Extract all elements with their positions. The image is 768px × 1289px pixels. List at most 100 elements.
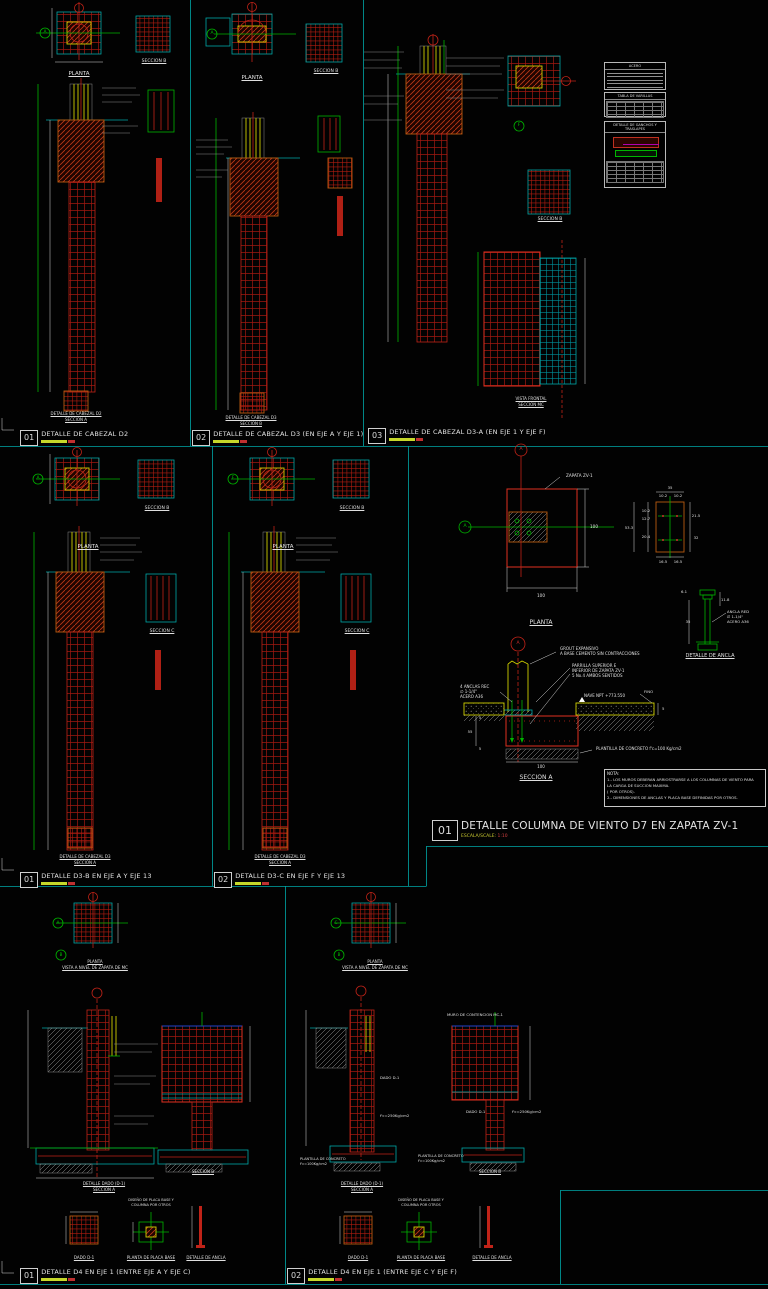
drawing-d3b (32, 447, 177, 851)
plantilla-note: PLANTILLA DE CONCRETO (418, 1154, 464, 1158)
dim: 21.5 (691, 513, 701, 518)
viewport-number: 03 (368, 428, 387, 444)
detalle-cabezal-d3-label: DETALLE DE CABEZAL D3 (59, 854, 111, 859)
placa-note: COLUMNA POR OTROS (401, 1203, 441, 1207)
plantilla-note: PLANTILLA DE CONCRETO (300, 1157, 346, 1161)
ancla-note: ANCLA RED (727, 609, 750, 614)
drawing-d4-ac (27, 892, 251, 1250)
viewport-number: 02 (192, 430, 211, 446)
dim: 32 (693, 535, 699, 540)
muro-mc1-note: MURO DE CONTENCION MC-1 (447, 1012, 503, 1017)
dim: 53.3 (624, 525, 634, 530)
vista-frontal-label: VISTA FRONTAL (515, 396, 547, 401)
grid-bubble-letter: F (517, 123, 521, 128)
viewport-title: DETALLE D4 EN EJE 1 (ENTRE EJE A Y EJE C… (41, 1268, 191, 1276)
dim: 5 (478, 746, 482, 751)
grid-bubble-letter: A (43, 30, 47, 35)
legend-text-line (607, 79, 663, 81)
anclas-note: ACERO A36 (460, 694, 484, 699)
planta-label: PLANTA (367, 959, 383, 964)
grid-bubble-letter: B (337, 952, 341, 957)
dado-d1-label: DADO D-1 (347, 1255, 369, 1260)
nota-text: 2.- DIMENSIONES DE ANCLAS Y PLACA BASE D… (607, 795, 738, 800)
detalle-cabezal-d3-label: DETALLE DE CABEZAL D3 (254, 854, 306, 859)
scale-text: ESCALA/SCALE: 1:10 (461, 834, 508, 839)
viewport-titlebar-d4-ac: 01 DETALLE D4 EN EJE 1 (ENTRE EJE A Y EJ… (20, 1268, 191, 1284)
dim: 5 (478, 715, 482, 720)
grout-note: A BASE CEMENTO SIN CONTRACCIONES (560, 651, 640, 656)
graphic-scale-bar (213, 440, 253, 443)
dim: 5 (662, 706, 665, 711)
seccion-a-label: SECCION A (351, 1187, 373, 1192)
seccion-a-label: SECCION A (74, 860, 96, 865)
viewport-title: DETALLE D4 EN EJE 1 (ENTRE EJE C Y EJE F… (308, 1268, 457, 1276)
drawing-cabezal-d3a (364, 34, 586, 420)
drawing-cabezal-d2 (36, 2, 175, 412)
plantilla-note: f'c=100Kg/cm2 (418, 1159, 445, 1163)
grid-bubble-letter: A (463, 524, 467, 529)
drawing-zapata-zv1 (458, 443, 727, 763)
legend-rebar-table-title: TABLA DE VARILLAS (605, 93, 665, 101)
legend-notes-box: ACERO (604, 62, 666, 90)
hook-bar-top (613, 137, 659, 149)
nota-text: NOTA: (607, 771, 620, 776)
placa-base-label: PLANTA DE PLACA BASE (126, 1255, 176, 1260)
grid-bubble-letter: B (59, 952, 63, 957)
detalle-ancla-label: DETALLE DE ANCLA (685, 653, 735, 659)
planta-label: PLANTA (68, 71, 90, 77)
npt-note: NAVE NPT +773.550 (584, 693, 626, 698)
legend-text-line (607, 72, 663, 74)
viewport-titlebar-cabezal-d2: 01 DETALLE DE CABEZAL D2 (20, 430, 128, 446)
viewport-title: DETALLE DE CABEZAL D2 (41, 430, 129, 438)
drawing-d4-cf (305, 892, 531, 1250)
seccion-c-label: SECCION C (344, 629, 370, 634)
seccion-b-label: SECCION B (144, 506, 170, 511)
seccion-mc-label: SECCION MC (518, 402, 544, 407)
detalle-ancla-label: DETALLE DE ANCLA (472, 1255, 512, 1260)
parrilla-note: PARRILLA SUPERIOR E (572, 663, 617, 668)
planta-label: PLANTA (272, 544, 294, 550)
dim: 100 (590, 524, 598, 529)
grid-bubble-letter: A (516, 641, 520, 646)
legend-notes-title: ACERO (605, 63, 665, 71)
grid-bubble-letter: A (519, 447, 523, 452)
vista-nivel-label: VISTA A NIVEL DE ZAPATA DE MC (342, 965, 408, 970)
dim: 35 (685, 619, 691, 624)
fc-note: f'c=250Kg/cm2 (512, 1109, 542, 1114)
placa-note: DISEÑO DE PLACA BASE Y (128, 1198, 174, 1202)
viewport-number: 02 (287, 1268, 306, 1284)
planta-label: PLANTA (241, 75, 263, 81)
placa-base-label: PLANTA DE PLACA BASE (396, 1255, 446, 1260)
detalle-cabezal-d3-label: DETALLE DE CABEZAL D3 (225, 415, 277, 420)
dim: 100 (537, 593, 545, 598)
dim: 100 (537, 764, 545, 769)
ancla-note: ∅ 1-1/4" (727, 614, 744, 619)
dim: 55 (467, 729, 473, 734)
graphic-scale-bar (389, 438, 429, 441)
seccion-b-label: SECCION B (313, 69, 339, 74)
legend-hooks-title: DETALLE DE GANCHOS Y TRASLAPES (605, 122, 665, 134)
seccion-b-label: SECCION B (141, 59, 167, 64)
dim: 10.2 (658, 493, 668, 498)
anclas-note: 4 ANCLAS REC (460, 684, 490, 689)
legend-rebar-table: TABLA DE VARILLAS (604, 92, 666, 119)
zapata-zv1-label: ZAPATA ZV-1 (566, 473, 593, 478)
graphic-scale-bar (41, 882, 81, 885)
dado-d1-label: DADO D-1 (73, 1255, 95, 1260)
planta-label: PLANTA (529, 619, 553, 626)
viewport-number: 01 (432, 820, 458, 841)
nota-text: ( POR OTROS). (607, 789, 635, 794)
legend-text-line (607, 76, 663, 78)
detalle-dado-label: DETALLE DADO (D-1) (340, 1181, 384, 1186)
legend-hooks-detail: DETALLE DE GANCHOS Y TRASLAPES (604, 121, 666, 188)
hook-drawing (607, 135, 663, 159)
dado-note: DADO D-1 (466, 1109, 486, 1114)
viewport-titlebar-cabezal-d3a: 03 DETALLE DE CABEZAL D3-A (EN EJE 1 Y E… (368, 428, 546, 444)
viewport-number: 01 (20, 430, 39, 446)
seccion-a-label: SECCION A (519, 774, 553, 781)
drawing-d3c (227, 447, 372, 851)
vista-nivel-label: VISTA A NIVEL DE ZAPATA DE MC (62, 965, 128, 970)
plantilla-note: PLANTILLA DE CONCRETO f'c=100 Kg/cm2 (596, 746, 682, 751)
viewport-title: DETALLE COLUMNA DE VIENTO D7 EN ZAPATA Z… (461, 820, 739, 832)
detalle-cabezal-d2-label: DETALLE DE CABEZAL D2 (50, 411, 102, 416)
